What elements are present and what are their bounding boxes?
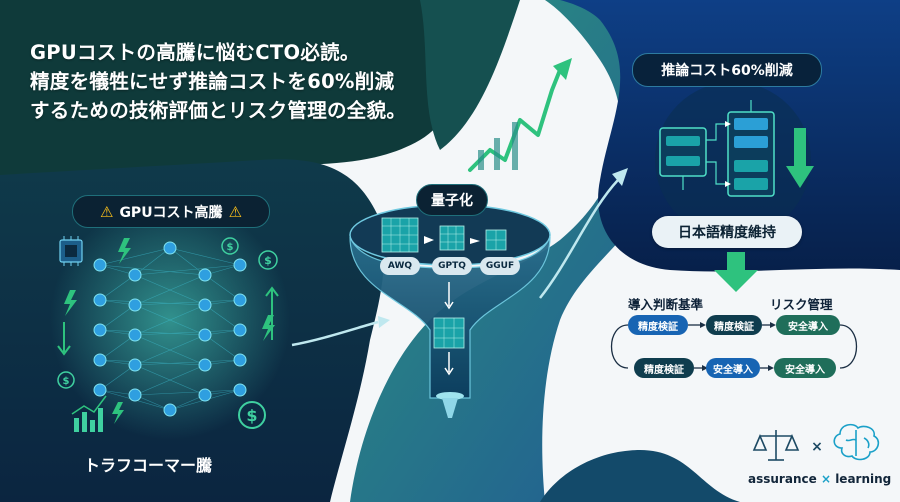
gpu-cost-warning-pill: ⚠ GPUコスト高騰 ⚠ xyxy=(72,195,270,228)
warning-icon-2: ⚠ xyxy=(228,202,243,221)
inference-cost-title: 推論コスト60%削減 xyxy=(661,63,793,79)
process-step: 精度検証 xyxy=(634,358,694,378)
quantization-title: 量子化 xyxy=(431,193,473,209)
warning-icon: ⚠ xyxy=(99,202,114,221)
brand-wordmark: assurance × learning xyxy=(748,472,891,486)
brain-icon xyxy=(833,423,880,461)
method-tag-gptq: GPTQ xyxy=(432,257,472,275)
down-arrow-icon xyxy=(57,322,71,356)
svg-text:$: $ xyxy=(227,242,234,253)
headline-line-3: するための技術評価とリスク管理の全貌。 xyxy=(30,99,407,122)
neural-network-icon xyxy=(50,200,290,440)
svg-text:$: $ xyxy=(264,254,272,267)
flow-arrow xyxy=(291,320,379,347)
chip-icon xyxy=(59,236,83,266)
svg-text:×: × xyxy=(811,439,823,455)
process-step: 安全導入 xyxy=(706,358,760,378)
cube-icon-large xyxy=(381,217,419,253)
lightning-icon-3 xyxy=(262,315,275,341)
bar-chart-icon xyxy=(71,395,107,432)
process-step: 安全導入 xyxy=(774,358,836,378)
headline: GPUコストの高騰に悩むCTO必読。 精度を犠牲にせず推論コストを60%削減 す… xyxy=(30,38,406,125)
method-tag-awq: AWQ xyxy=(380,257,420,275)
gpu-cost-warning-label: GPUコスト高騰 xyxy=(119,204,223,221)
criteria-label: 導入判断基準 xyxy=(628,297,704,312)
inference-architecture-icon xyxy=(655,82,814,238)
dollar-coin-icon: $ xyxy=(221,237,239,255)
svg-text:$: $ xyxy=(63,376,70,387)
quantization-title-pill: 量子化 xyxy=(416,184,488,216)
process-step: 精度検証 xyxy=(706,315,762,335)
headline-line-2: 精度を犠牲にせず推論コストを60%削減 xyxy=(30,70,395,93)
japanese-accuracy-pill: 日本語精度維持 xyxy=(652,216,802,248)
brand-separator: × xyxy=(820,472,831,486)
flow-arrow-2 xyxy=(539,179,619,299)
lightning-icon-2 xyxy=(64,290,77,316)
left-panel-bottom-label: トラフコーマー騰 xyxy=(84,456,213,475)
lightning-icon-4 xyxy=(112,402,124,424)
cube-icon-output xyxy=(433,317,465,349)
cube-icon-small xyxy=(485,229,507,251)
dollar-coin-icon-4: $ xyxy=(238,401,266,429)
lightning-icon xyxy=(118,238,131,264)
brand-name-left: assurance xyxy=(748,472,817,486)
method-tag-gguf: GGUF xyxy=(480,257,520,275)
svg-text:$: $ xyxy=(246,406,257,425)
cube-icon-medium xyxy=(439,225,465,251)
brand-name-right: learning xyxy=(835,472,892,486)
process-step: 安全導入 xyxy=(776,315,840,335)
process-step: 精度検証 xyxy=(628,315,688,335)
risk-management-label: リスク管理 xyxy=(770,297,833,312)
up-arrow-icon xyxy=(265,286,279,340)
inference-cost-pill: 推論コスト60%削減 xyxy=(632,53,822,87)
dollar-coin-icon-3: $ xyxy=(57,371,75,389)
japanese-accuracy-label: 日本語精度維持 xyxy=(678,225,776,241)
scales-icon xyxy=(752,430,800,461)
headline-line-1: GPUコストの高騰に悩むCTO必読。 xyxy=(30,41,360,64)
down-arrow-large xyxy=(714,252,758,292)
dollar-coin-icon-2: $ xyxy=(258,250,278,270)
